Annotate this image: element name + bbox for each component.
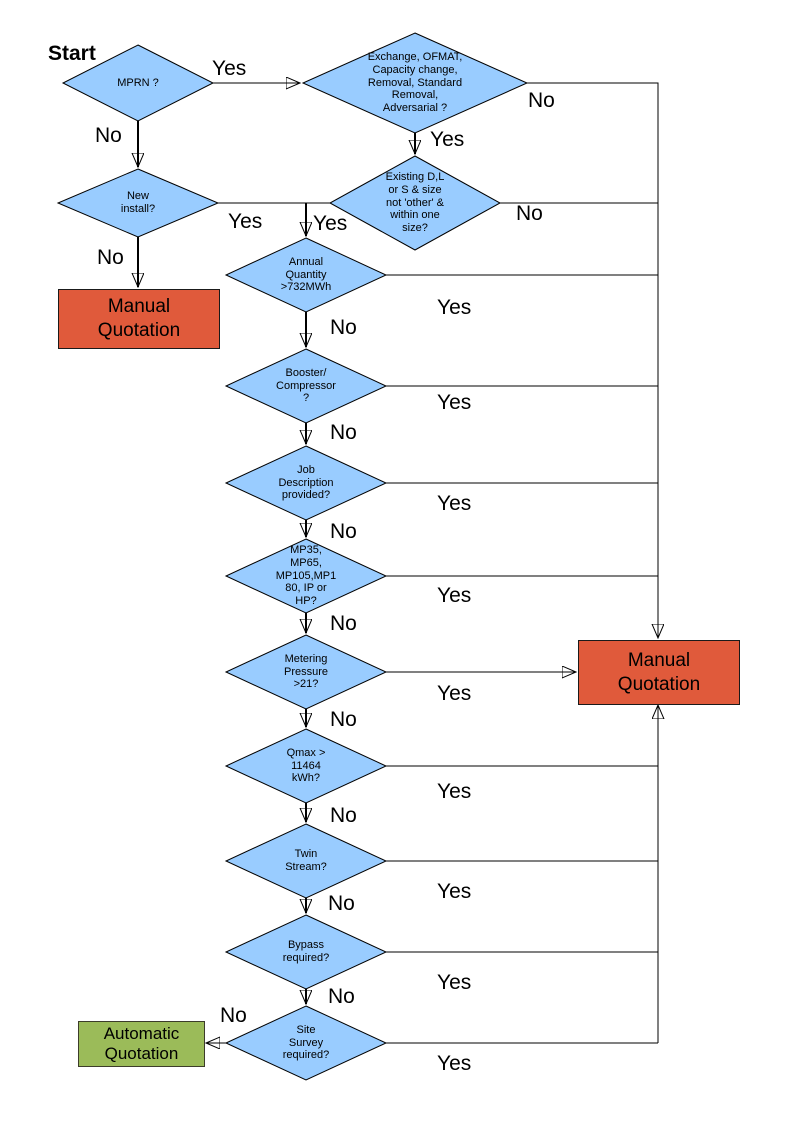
diamond-shape-booster-compressor [224,348,388,424]
label-mp-tier-yes: Yes [437,584,472,607]
label-mprn-yes: Yes [212,57,247,80]
label-site-survey-no: No [220,1004,247,1027]
diamond-shape-existing-size [328,155,502,251]
manual-quotation-box-left: Manual Quotation [58,289,220,349]
flowchart-edges [138,83,658,1043]
edge-exchange-no-route [527,82,658,638]
label-annual-no: No [330,316,357,339]
label-qmax-yes: Yes [437,780,472,803]
label-bypass-yes: Yes [437,971,472,994]
diamond-shape-site-survey [224,1005,388,1081]
label-metering-yes: Yes [437,682,472,705]
diamond-shape-job-description [224,445,388,521]
label-annual-yes: Yes [437,296,472,319]
label-existing-no: No [516,202,543,225]
label-qmax-no: No [330,804,357,827]
automatic-quotation-box: Automatic Quotation [78,1021,205,1067]
diamond-shape-exchange [301,32,529,134]
label-site-survey-yes: Yes [437,1052,472,1075]
label-mp-tier-no: No [330,612,357,635]
label-exchange-no: No [528,89,555,112]
diamond-shape-annual-quantity [224,237,388,313]
label-metering-no: No [330,708,357,731]
flowchart-nodes [56,32,529,1081]
label-twin-no: No [328,892,355,915]
label-new-install-no: No [97,246,124,269]
diamond-shape-bypass-required [224,914,388,990]
label-bypass-no: No [328,985,355,1008]
diamond-shape-mprn [61,44,215,122]
label-twin-yes: Yes [437,880,472,903]
manual-quotation-box-right: Manual Quotation [578,640,740,705]
label-booster-yes: Yes [437,391,472,414]
diamond-shape-metering-pressure [224,634,388,710]
label-new-install-yes: Yes [228,210,263,233]
diamond-shape-new-install [56,168,220,238]
diamond-shape-meter-pressure-tier [224,538,388,614]
label-exchange-yes: Yes [430,128,465,151]
label-existing-yes: Yes [313,212,348,235]
diamond-shape-twin-stream [224,823,388,899]
label-job-yes: Yes [437,492,472,515]
start-label: Start [48,42,96,65]
label-booster-no: No [330,421,357,444]
label-job-no: No [330,520,357,543]
diamond-shape-qmax [224,728,388,804]
label-mprn-no: No [95,124,122,147]
